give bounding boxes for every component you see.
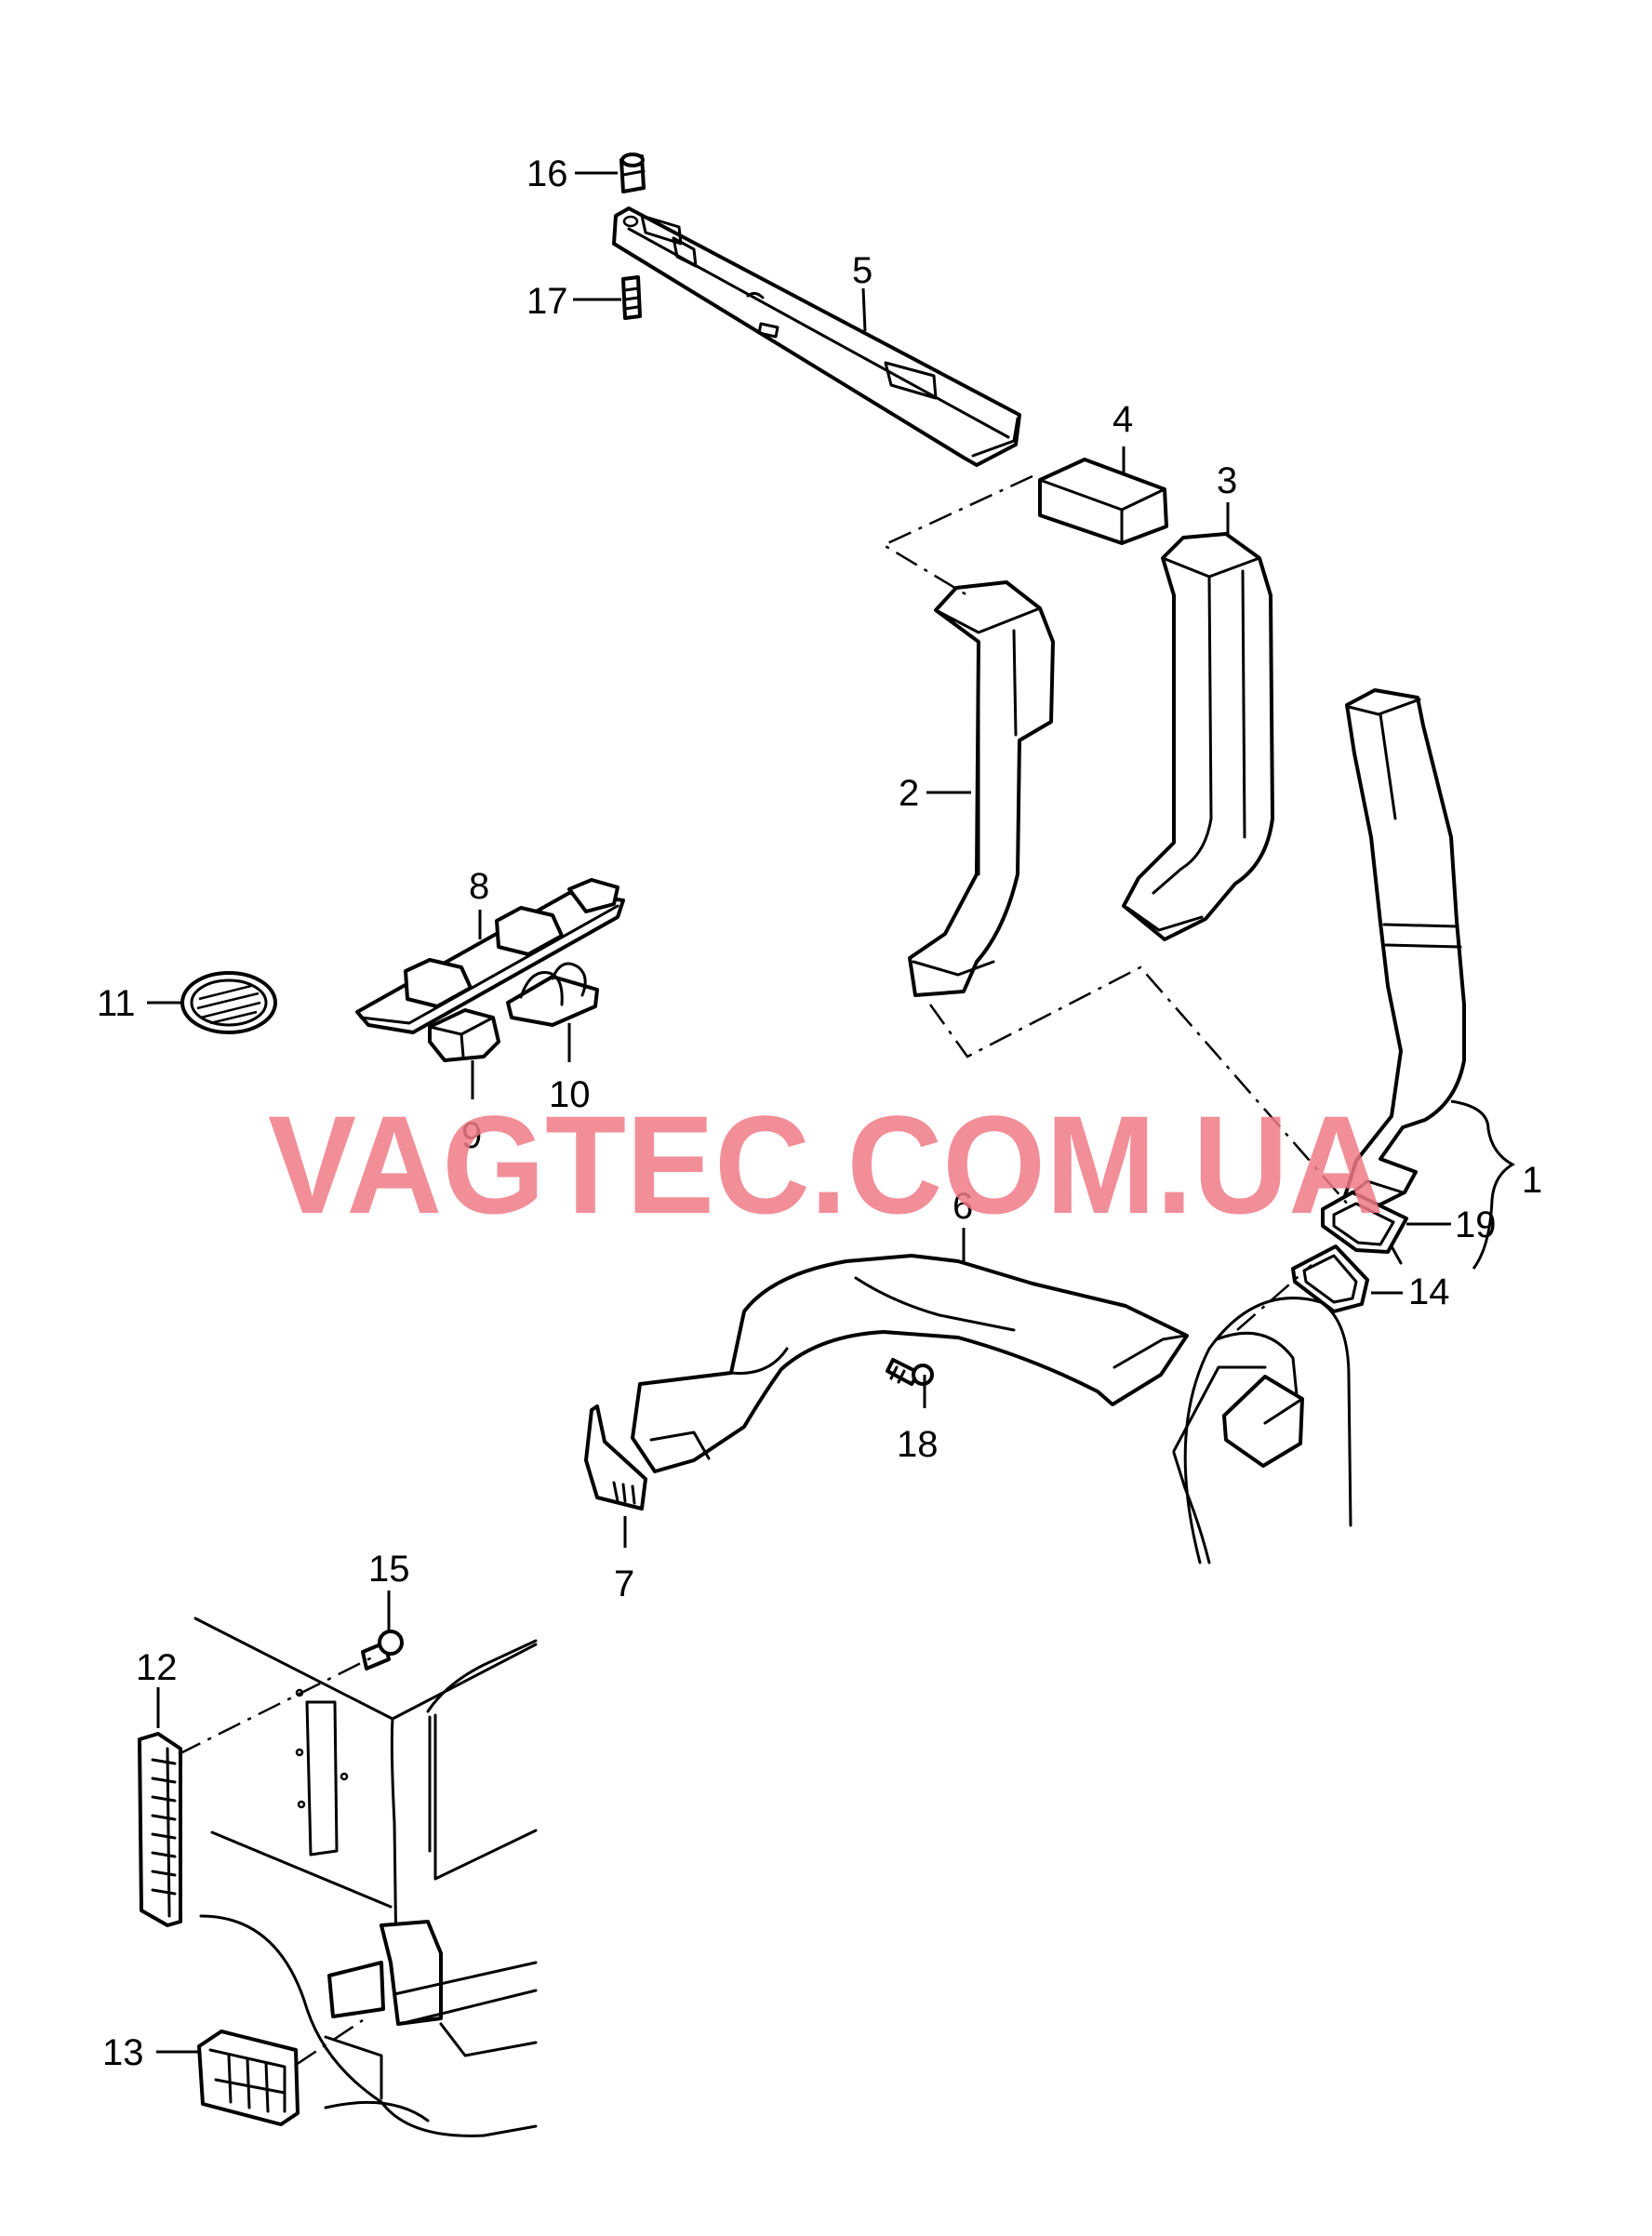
part-2-vertical-duct xyxy=(908,580,1055,997)
callout-2: 2 xyxy=(899,773,919,814)
part-17-screw xyxy=(621,275,642,320)
callout-9: 9 xyxy=(461,1115,482,1156)
callout-11: 11 xyxy=(97,983,136,1024)
vehicle-rear-body xyxy=(193,1617,538,2137)
part-12-side-grille xyxy=(138,1732,182,1927)
callout-14: 14 xyxy=(1408,1271,1450,1312)
callout-3: 3 xyxy=(1217,460,1237,501)
part-3-vertical-duct xyxy=(1122,532,1274,941)
part-4-connector-sleeve xyxy=(1038,458,1168,545)
callout-labels: 16 17 5 4 3 2 1 19 14 8 11 9 10 6 18 7 1… xyxy=(97,153,1542,2073)
part-11-round-grille xyxy=(180,971,277,1034)
part-8-vent-strip xyxy=(355,878,625,1034)
part-15-screw xyxy=(361,1630,404,1670)
part-7-clip xyxy=(584,1404,647,1511)
watermark-text: VAGTEC.COM.UA xyxy=(268,1086,1384,1243)
part-18-screw xyxy=(886,1358,934,1386)
part-5-upper-air-duct xyxy=(612,206,1021,467)
callout-16: 16 xyxy=(526,153,568,194)
part-10-bracket xyxy=(506,962,599,1027)
callout-18: 18 xyxy=(897,1424,939,1465)
part-14-seal-frame xyxy=(1291,1244,1369,1313)
leader-lines xyxy=(147,171,1516,2054)
callout-5: 5 xyxy=(852,250,873,291)
part-19-gasket xyxy=(1321,1191,1408,1265)
part-13-rear-grille xyxy=(197,2030,300,2126)
part-9-clip xyxy=(428,1008,500,1062)
callout-4: 4 xyxy=(1112,399,1133,440)
wheel-arch-housing xyxy=(1172,1297,1352,1564)
callout-17: 17 xyxy=(526,281,568,322)
callout-19: 19 xyxy=(1455,1205,1497,1245)
callout-10: 10 xyxy=(549,1074,591,1115)
callout-6: 6 xyxy=(953,1186,973,1227)
assembly-lines xyxy=(178,474,1350,2067)
callout-12: 12 xyxy=(136,1647,178,1688)
callout-13: 13 xyxy=(102,2032,144,2073)
part-1-corrugated-duct xyxy=(1341,688,1466,1211)
callout-7: 7 xyxy=(614,1564,634,1604)
callout-1: 1 xyxy=(1522,1160,1542,1201)
callout-8: 8 xyxy=(469,866,489,907)
part-16-nut xyxy=(620,153,646,228)
part-6-floor-duct xyxy=(631,1254,1189,1473)
callout-15: 15 xyxy=(368,1549,410,1590)
